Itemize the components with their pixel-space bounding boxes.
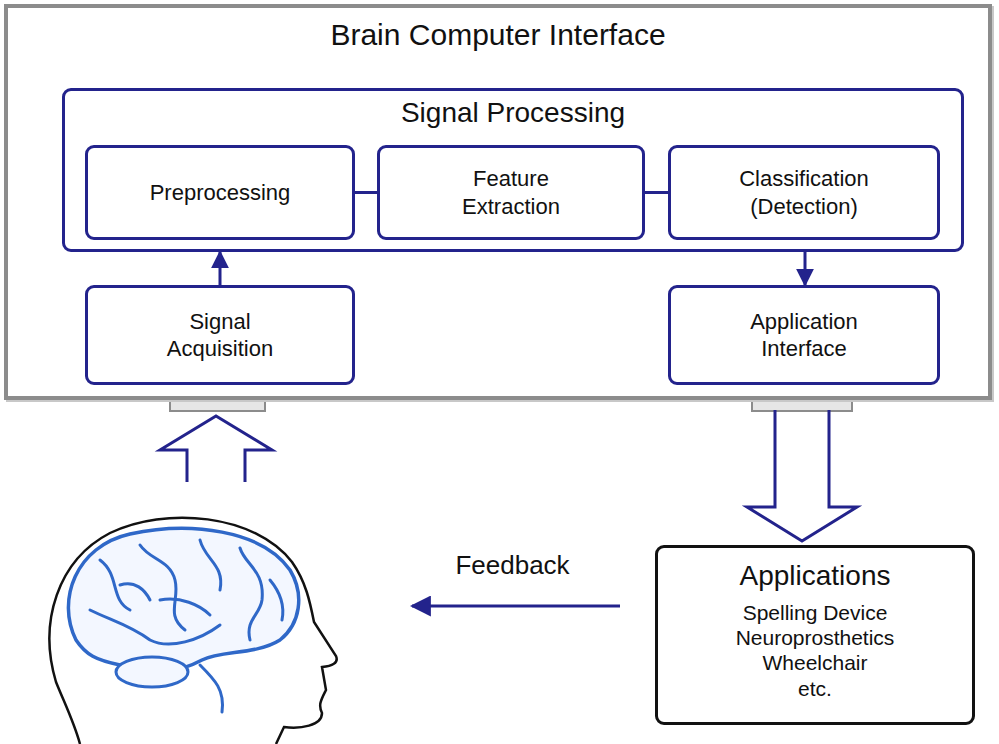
connector [645, 191, 668, 194]
process-box: Classification (Detection) [668, 145, 940, 240]
signal-arrow [160, 416, 272, 482]
process-box: Preprocessing [85, 145, 355, 240]
brain-folds [90, 540, 283, 712]
node-title: Feature Extraction [429, 165, 594, 220]
port-tab [752, 400, 852, 411]
process-box: Feature Extraction [377, 145, 645, 240]
connector [804, 252, 807, 285]
cerebellum [116, 657, 188, 687]
node-title: Application Interface [722, 308, 887, 363]
connector [219, 252, 222, 285]
system-frame: Brain Computer InterfaceSignal Processin… [4, 4, 992, 400]
list-item: etc. [798, 676, 832, 701]
node-title: Classification (Detection) [722, 165, 887, 220]
list-item: Neuroprosthetics [736, 625, 895, 650]
process-box: Application Interface [668, 285, 940, 385]
connector [747, 410, 857, 541]
list-item: Spelling Device [743, 600, 888, 625]
node-title: Brain Computer Interface [330, 18, 665, 52]
node-title: Signal Acquisition [138, 308, 303, 363]
group-box: Signal ProcessingPreprocessing Feature Ex… [62, 88, 964, 252]
node-title: Applications [740, 560, 891, 592]
node-title: Signal Processing [401, 97, 625, 129]
feedback-arrow [412, 605, 620, 608]
port-tab [170, 400, 265, 411]
process-box: Signal Acquisition [85, 285, 355, 385]
list-item: Wheelchair [762, 650, 867, 675]
arrow-label: Feedback [410, 550, 615, 581]
connector [355, 191, 377, 194]
node-title: Preprocessing [150, 179, 291, 207]
application-box: ApplicationsSpelling DeviceNeuroprosthet… [655, 545, 975, 725]
brain-outline [68, 528, 298, 673]
head-outline [50, 518, 337, 744]
